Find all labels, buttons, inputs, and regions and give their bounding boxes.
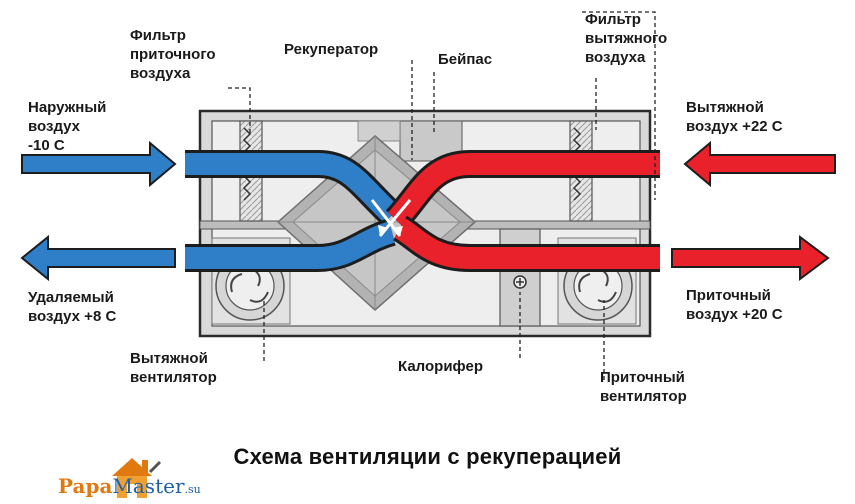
logo-name-part1: Papa — [58, 474, 113, 498]
label-supply-fan: Приточный вентилятор — [600, 369, 687, 405]
label-exhaust-fan: Вытяжной вентилятор — [130, 350, 217, 386]
label-removed-air: Удаляемый воздух +8 С — [28, 289, 117, 325]
supply-air-arrow-icon — [671, 235, 830, 281]
crossing-arrows-icon — [370, 199, 412, 237]
warm-air-flow — [385, 150, 660, 272]
label-exhaust-filter: Фильтр вытяжного воздуха — [585, 11, 668, 66]
leader-lines — [228, 11, 656, 380]
diagram-title: Схема вентиляции с рекуперацией — [233, 444, 622, 469]
logo-name-part2: Master — [112, 474, 185, 498]
heater — [499, 228, 541, 327]
outdoor-air-arrow-icon — [21, 140, 177, 188]
logo-text[interactable]: PapaMaster.su — [58, 474, 201, 498]
papamaster-logo-icon — [112, 458, 162, 498]
exhaust-air-arrow-icon — [683, 140, 836, 188]
label-exhaust-air-in: Вытяжной воздух +22 С — [686, 99, 783, 135]
label-supply-air-out: Приточный воздух +20 С — [686, 287, 783, 323]
label-outdoor-air: Наружный воздух -10 С — [28, 99, 107, 154]
removed-air-arrow-icon — [20, 234, 176, 282]
logo-domain: .su — [184, 483, 201, 496]
label-supply-filter: Фильтр приточного воздуха — [130, 27, 216, 82]
label-bypass: Бейпас — [438, 51, 493, 68]
label-recuperator: Рекуператор — [284, 41, 379, 58]
label-heater: Калорифер — [398, 358, 483, 375]
